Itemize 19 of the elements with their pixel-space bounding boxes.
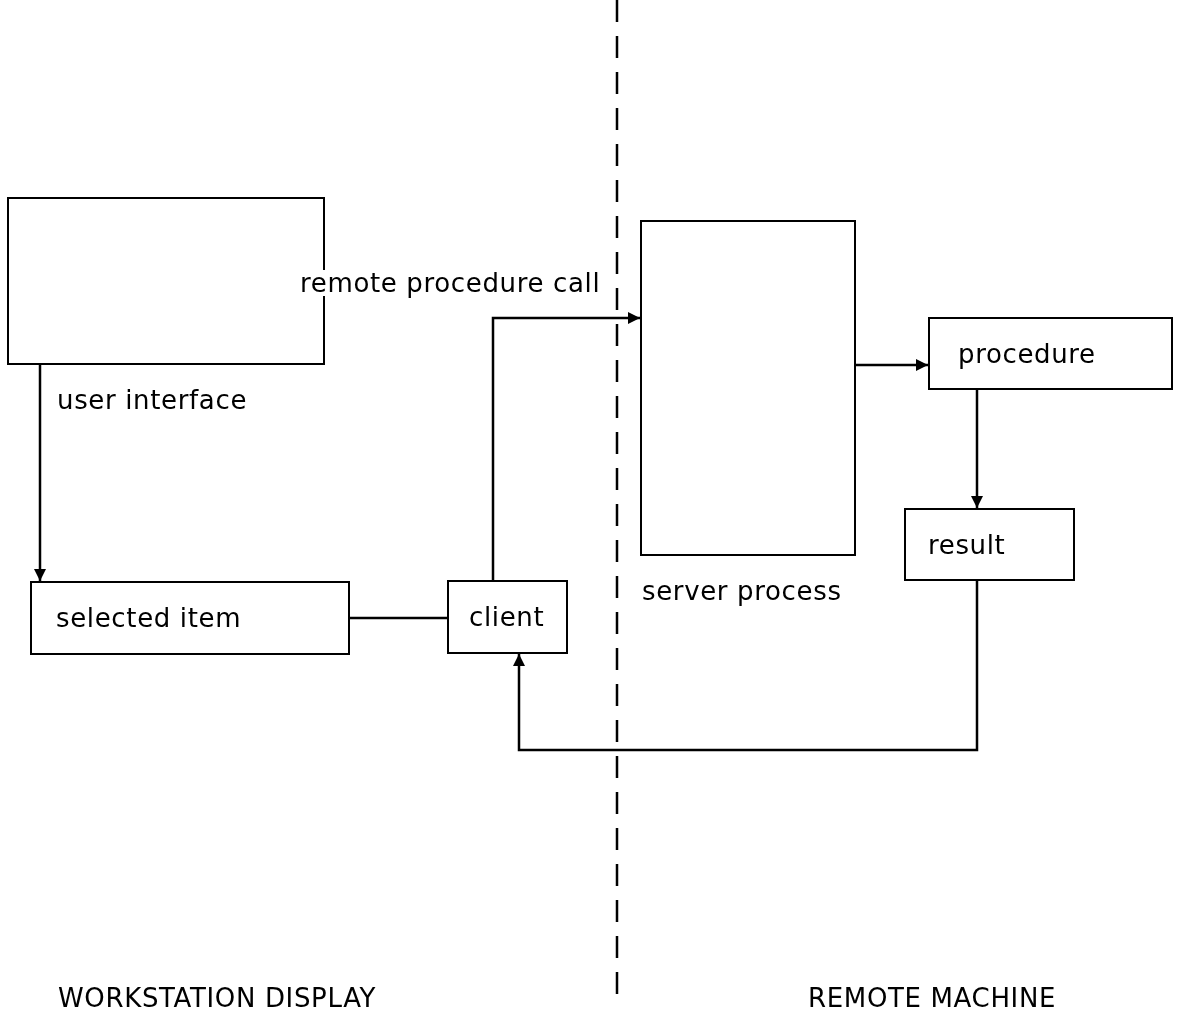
arrow	[971, 390, 983, 508]
process-box	[904, 508, 1075, 581]
arrow	[513, 581, 979, 752]
node-label: result	[928, 531, 1006, 558]
node-label: client	[469, 604, 545, 630]
edge-label: remote procedure call	[300, 270, 601, 296]
node-label: selected item	[56, 605, 242, 631]
arrow	[491, 312, 640, 580]
node-label: server process	[642, 578, 842, 604]
arrow	[34, 365, 46, 581]
process-box	[30, 581, 350, 655]
process-box	[928, 317, 1173, 390]
arrow	[856, 359, 928, 371]
process-box	[447, 580, 568, 654]
node-label: procedure	[958, 340, 1096, 367]
connector-line	[350, 616, 447, 620]
region-label: WORKSTATION DISPLAY	[58, 985, 377, 1011]
region-label: REMOTE MACHINE	[808, 985, 1057, 1011]
node-label: user interface	[57, 387, 248, 413]
